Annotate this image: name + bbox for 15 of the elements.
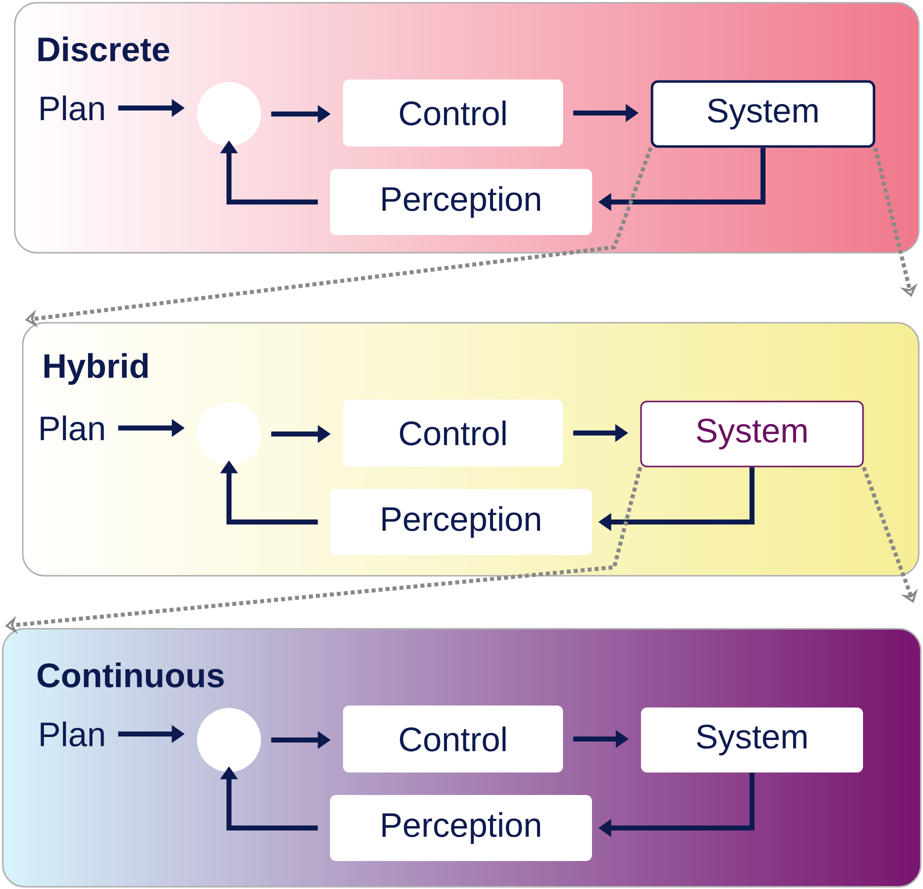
- perception-box: Perception: [330, 489, 592, 555]
- control-box: Control: [343, 400, 563, 466]
- system-box: System: [641, 708, 863, 772]
- input-label: Plan: [40, 722, 104, 746]
- input-label: Plan: [40, 96, 104, 120]
- input-label: Plan: [40, 416, 104, 440]
- perception-box: Perception: [330, 169, 592, 235]
- control-box: Control: [343, 80, 563, 146]
- perception-box: Perception: [330, 795, 592, 861]
- system-box: System: [640, 400, 864, 468]
- summing-circle: [197, 402, 261, 466]
- summing-circle: [197, 82, 261, 146]
- summing-circle: [197, 708, 261, 772]
- control-box: Control: [343, 706, 563, 772]
- system-box: System: [650, 80, 876, 148]
